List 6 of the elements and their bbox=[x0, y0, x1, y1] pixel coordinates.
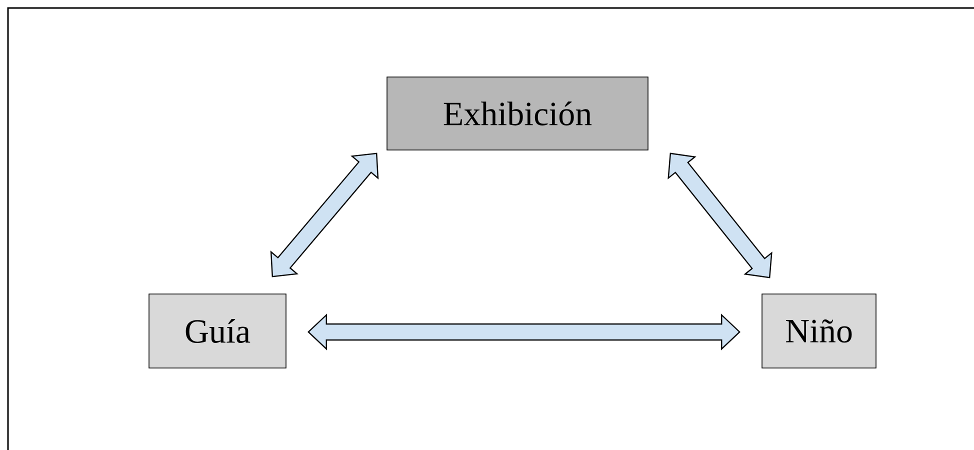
double-arrow bbox=[668, 152, 772, 278]
double-arrow bbox=[270, 152, 379, 278]
text-box: Niño bbox=[762, 294, 876, 368]
text-box: Guía bbox=[148, 294, 286, 368]
double-arrow bbox=[308, 314, 740, 350]
text-box: Exhibición bbox=[386, 76, 648, 150]
